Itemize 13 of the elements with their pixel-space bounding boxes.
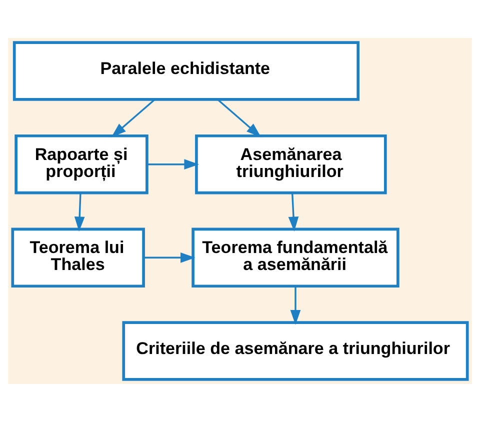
arrow (290, 286, 301, 324)
node-box: Asemănarea triunghiurilor (195, 134, 387, 194)
arrow (146, 158, 200, 170)
arrow (288, 192, 299, 231)
node-box: Criteriile de asemănare a triunghiurilor (122, 320, 469, 380)
arrow (217, 98, 262, 137)
node-box: Paralele echidistante (12, 40, 360, 100)
arrow (144, 252, 196, 262)
node-box: Rapoarte și proporții (14, 134, 148, 194)
arrow (74, 192, 85, 231)
node-box: Teorema fundamentală a asemănării (192, 227, 400, 288)
node-box: Teorema lui Thales (11, 227, 145, 288)
arrow (111, 98, 156, 137)
